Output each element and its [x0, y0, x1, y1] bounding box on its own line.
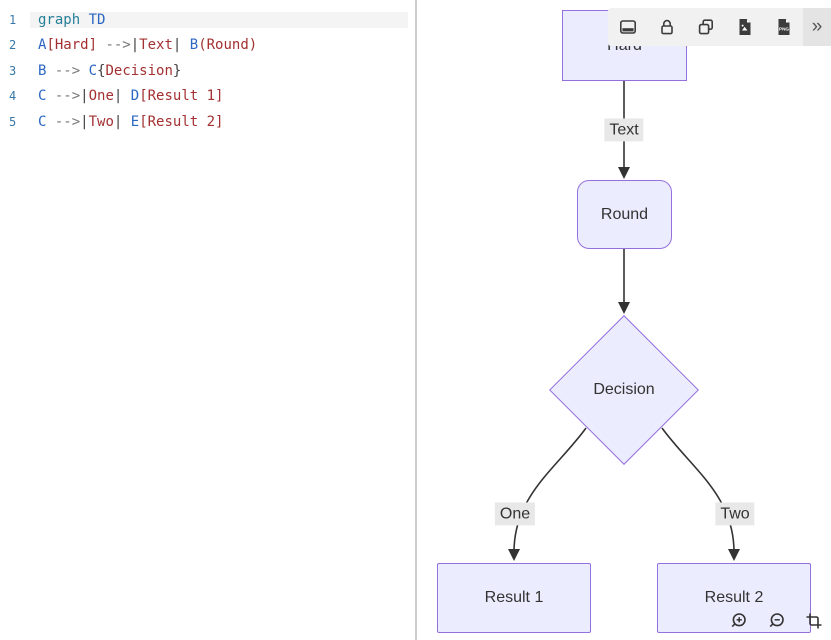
crop-icon [806, 613, 822, 629]
token-punct: | [130, 37, 140, 54]
token-op: --> [46, 88, 81, 105]
line-number: 4 [9, 89, 17, 104]
token-punct: } [172, 62, 182, 79]
edge-label-one: One [494, 502, 536, 526]
token-op: --> [46, 62, 89, 79]
arrowhead-round [618, 167, 630, 179]
token-punct: | [113, 88, 123, 105]
token-string: Text [139, 37, 173, 54]
code-line-content[interactable]: C -->|Two| E[Result 2] [30, 114, 408, 130]
token-op: --> [46, 113, 81, 130]
token-punct: | [113, 113, 123, 130]
png-file-icon-label: PNG [779, 27, 789, 32]
token-ident: B [189, 37, 199, 54]
token-plain [181, 37, 189, 53]
token-string: Decision [105, 62, 173, 79]
pane-splitter[interactable] [415, 0, 417, 640]
code-line-content[interactable]: B --> C{Decision} [30, 63, 408, 79]
node-result2-label: Result 2 [704, 589, 764, 606]
image-file-icon [739, 19, 750, 35]
token-punct: | [80, 88, 89, 105]
zoom-out-icon [769, 613, 784, 628]
arrowhead-result1 [508, 549, 520, 561]
token-ident: D [130, 88, 140, 105]
edge-label-two: Two [715, 502, 755, 526]
token-op: --> [97, 37, 131, 54]
arrowhead-result2 [728, 549, 740, 561]
copy-icon [698, 19, 713, 35]
node-result1: Result 1 [437, 563, 591, 633]
zoom-in-icon [731, 613, 746, 628]
code-line-content[interactable]: C -->|One| D[Result 1] [30, 88, 408, 104]
crop-button[interactable] [803, 610, 825, 632]
node-round: Round [577, 180, 672, 249]
token-plain [122, 114, 130, 130]
token-plain [122, 88, 130, 104]
token-ident: B [38, 62, 47, 79]
edge-decision-result2 [661, 427, 735, 553]
line-number: 3 [9, 63, 17, 78]
token-string: (Round) [198, 37, 258, 54]
token-ident: E [130, 113, 140, 130]
token-ident: C [38, 113, 47, 130]
code-line[interactable]: 3 B --> C{Decision} [0, 58, 415, 84]
export-image-button[interactable] [725, 8, 764, 46]
token-keyword: graph [38, 11, 89, 28]
token-ident: TD [88, 11, 106, 28]
token-punct: { [97, 62, 106, 79]
copy-button[interactable] [686, 8, 725, 46]
arrowhead-decision [618, 302, 630, 314]
diagram-preview[interactable]: Hard Round Decision Result 1 Result 2 Te… [417, 0, 831, 640]
chevron-double-right-icon: » [811, 16, 823, 37]
png-file-icon: PNG [778, 19, 789, 35]
token-string: [Result 2] [139, 113, 224, 130]
node-result1-label: Result 1 [484, 589, 544, 606]
line-number: 2 [9, 38, 17, 53]
zoom-controls [727, 610, 825, 632]
token-string: One [88, 88, 114, 105]
token-string: [Hard] [46, 37, 98, 54]
token-string: Two [88, 113, 114, 130]
line-number: 1 [9, 12, 17, 27]
toolbar-more-button[interactable]: » [803, 8, 831, 46]
token-ident: C [38, 88, 47, 105]
edge-label-text: Text [604, 118, 644, 142]
edge-decision-result1 [513, 427, 587, 553]
zoom-in-button[interactable] [727, 610, 749, 632]
screen-icon [619, 20, 636, 34]
lock-button[interactable] [647, 8, 686, 46]
node-decision-label: Decision [593, 381, 655, 398]
code-line-content[interactable]: A[Hard] -->|Text| B(Round) [30, 37, 408, 53]
code-line[interactable]: 1 graph TD [0, 7, 415, 33]
code-line-content[interactable]: graph TD [30, 11, 408, 28]
line-number: 5 [9, 114, 17, 129]
token-ident: C [88, 62, 98, 79]
lock-icon [660, 19, 673, 35]
node-round-label: Round [600, 205, 649, 223]
token-punct: | [80, 113, 89, 130]
screen-button[interactable] [608, 8, 647, 46]
token-string: [Result 1] [139, 88, 224, 105]
token-punct: | [172, 37, 182, 54]
export-png-button[interactable]: PNG [764, 8, 803, 46]
preview-toolbar: PNG » [608, 8, 831, 46]
edge-layer [508, 81, 740, 561]
token-ident: A [38, 37, 47, 54]
zoom-out-button[interactable] [765, 610, 787, 632]
